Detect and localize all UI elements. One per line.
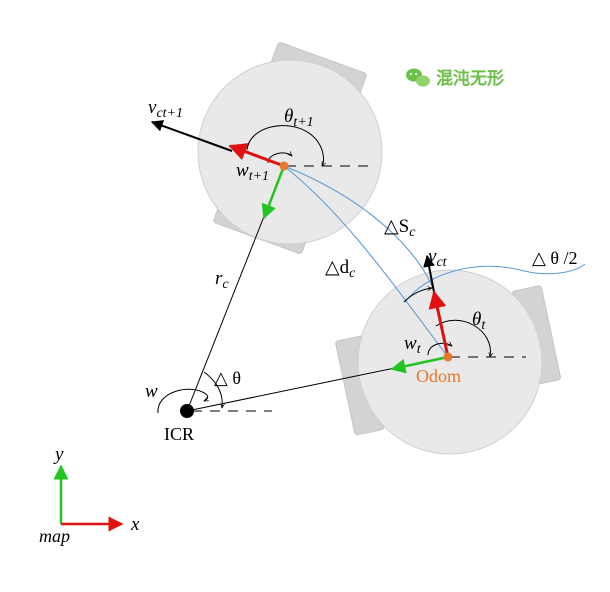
v-current-black-arrow xyxy=(423,254,435,293)
half-theta-arc xyxy=(403,288,432,303)
label-v-current: vct xyxy=(428,246,448,270)
label-axis-y: y xyxy=(53,444,64,465)
watermark-text: 混沌无形 xyxy=(436,68,504,89)
w-next-green-arrow xyxy=(261,165,286,220)
w-current-green-arrow xyxy=(390,355,449,374)
chord-delta-d xyxy=(283,165,449,358)
w-current-arc xyxy=(427,343,452,356)
theta-current-arc xyxy=(435,319,490,357)
odom-current-point xyxy=(443,352,453,362)
label-delta-s: △Sc xyxy=(384,216,416,240)
v-next-black-arrow xyxy=(150,120,233,152)
arc-delta-s xyxy=(283,165,439,303)
label-w-next: wt+1 xyxy=(236,160,269,184)
label-delta-d: △dc xyxy=(325,257,356,281)
odom-next-point xyxy=(279,161,289,171)
half-theta-leader xyxy=(404,263,586,303)
label-theta-current: θt xyxy=(472,309,486,333)
label-w-icr: w xyxy=(145,381,158,402)
theta-next-arc xyxy=(246,125,324,166)
label-icr: ICR xyxy=(164,424,194,444)
label-v-next: vct+1 xyxy=(148,97,183,121)
label-delta-theta: △ θ xyxy=(214,368,241,388)
v-next-red-arrow xyxy=(228,143,285,168)
w-icr-arc xyxy=(157,388,208,414)
watermark: 混沌无形 xyxy=(406,68,504,89)
label-odom: Odom xyxy=(416,366,461,386)
label-half-theta: △ θ /2 xyxy=(532,248,577,268)
label-axis-x: x xyxy=(130,514,140,535)
robot-current-body xyxy=(357,269,543,455)
delta-theta-arc xyxy=(203,371,222,408)
icr-point xyxy=(180,404,194,418)
wechat-icon xyxy=(406,68,430,87)
label-map: map xyxy=(39,526,70,546)
v-current-red-arrow xyxy=(428,290,450,358)
label-radius: rc xyxy=(215,268,229,292)
robot-next-body xyxy=(197,59,383,245)
label-w-current: wt xyxy=(404,333,422,357)
label-theta-next: θt+1 xyxy=(284,106,314,130)
robot-current xyxy=(335,269,561,455)
